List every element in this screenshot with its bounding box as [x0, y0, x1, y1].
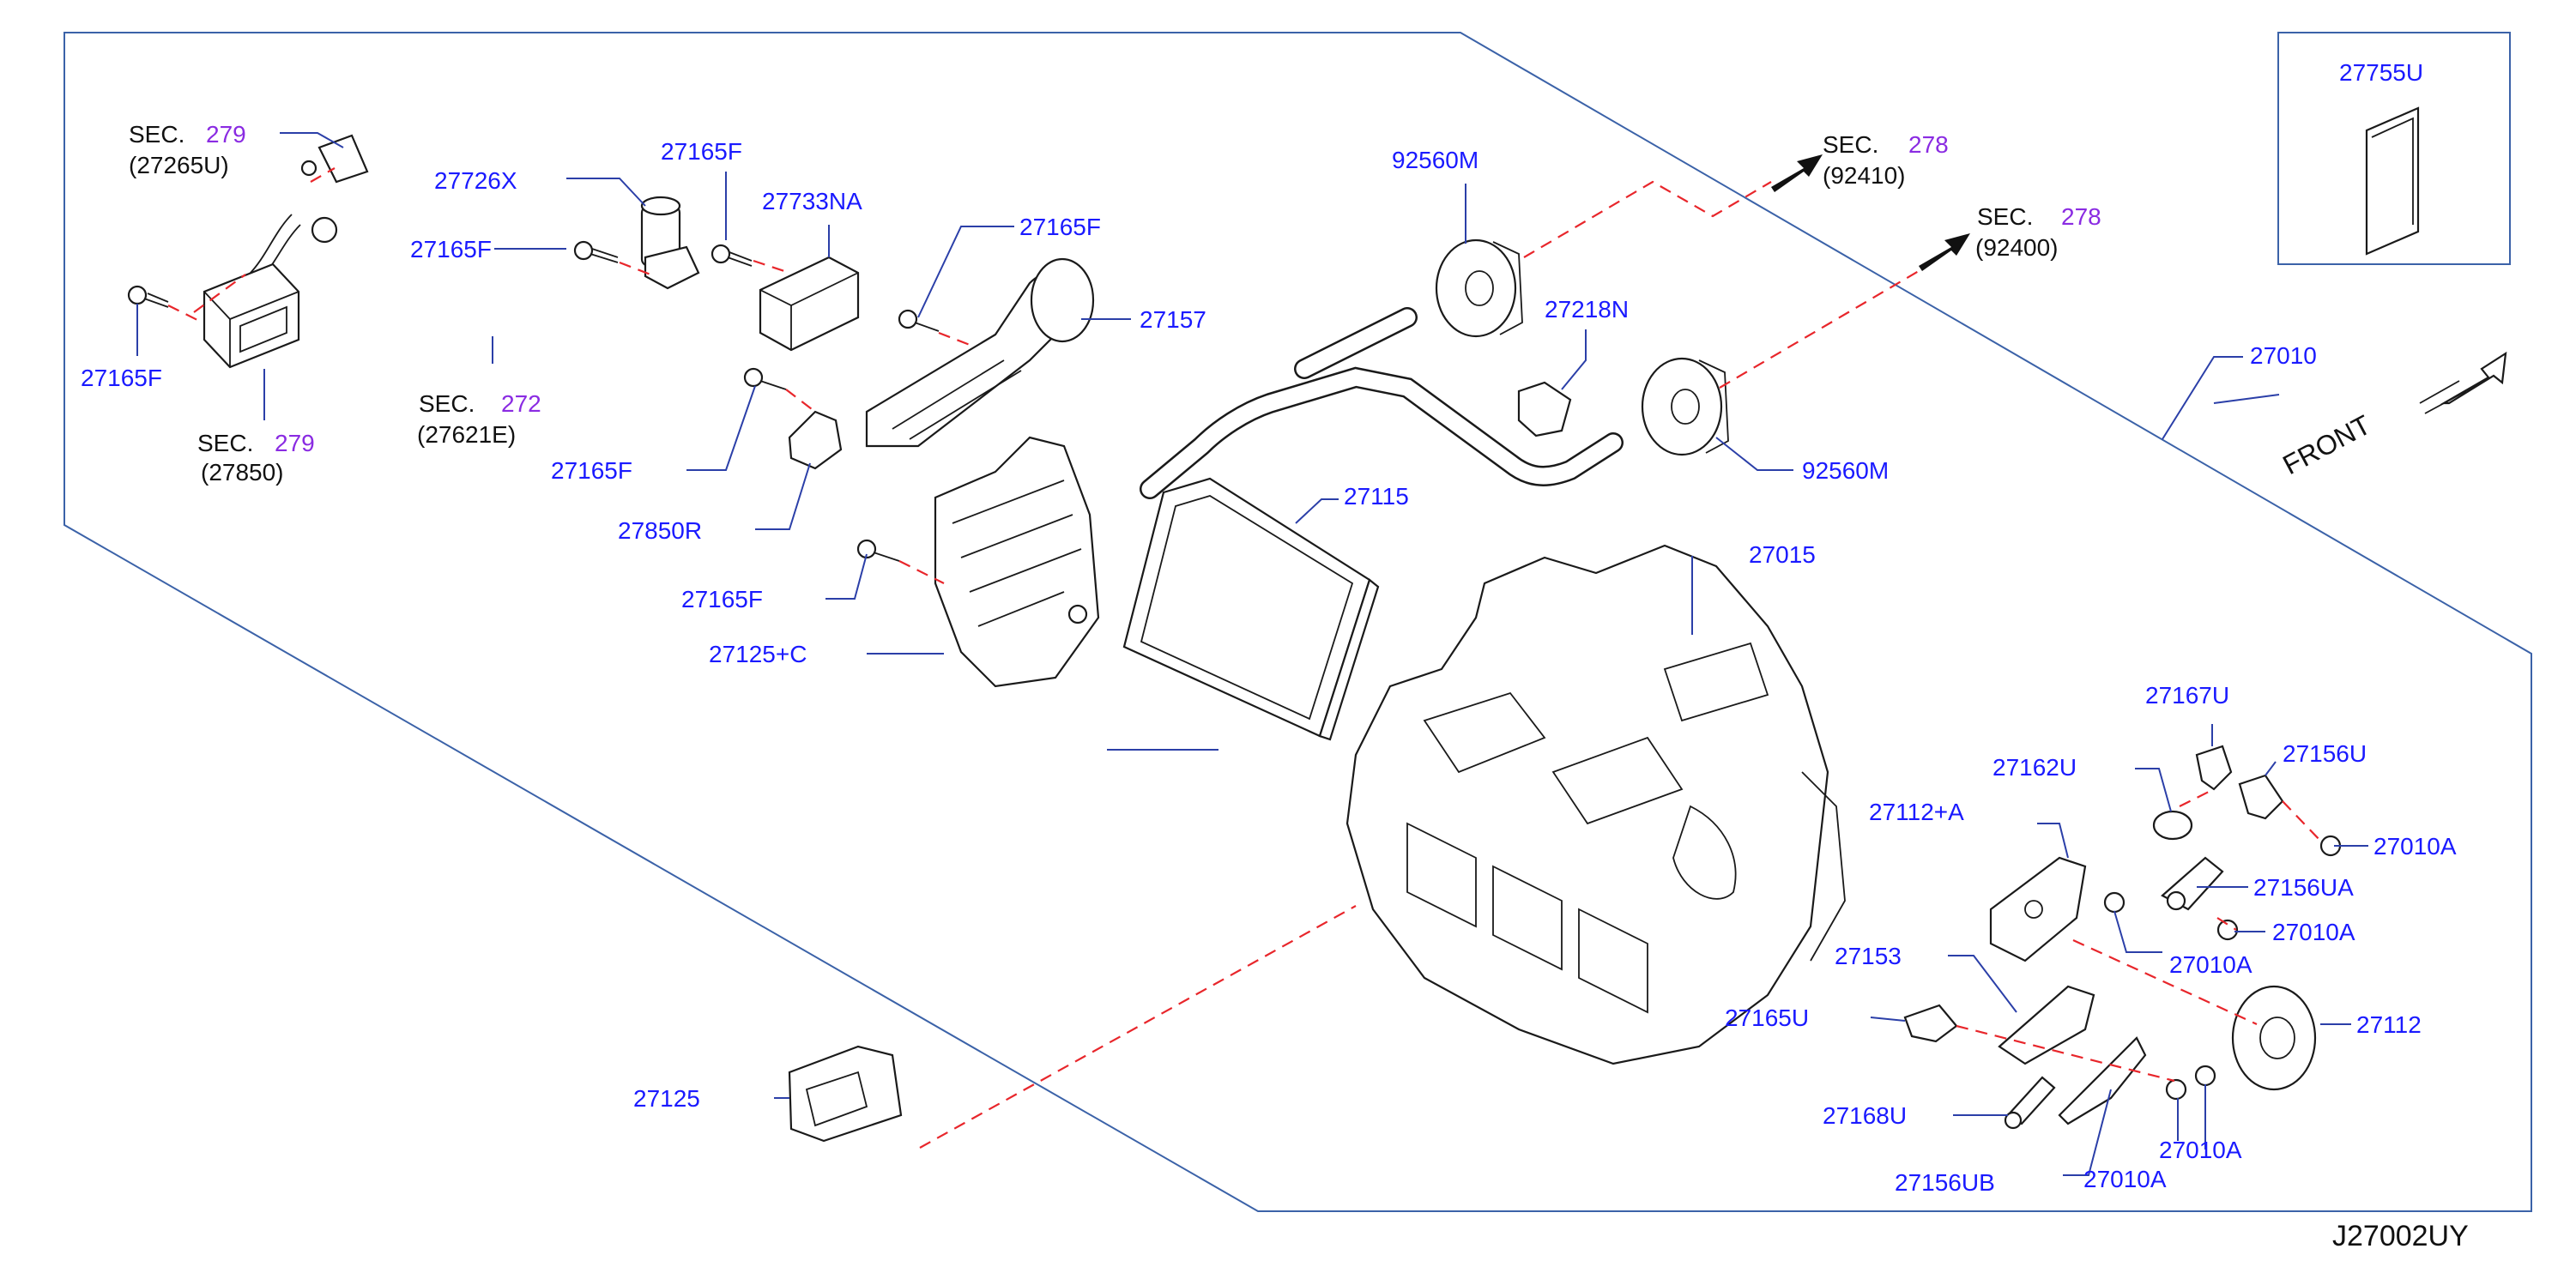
arrow-icon [1771, 154, 1823, 192]
filter-part-27755U [2365, 106, 2420, 256]
section-number: 278 [1908, 131, 1949, 158]
grommet-part-92560M [1435, 238, 1523, 338]
part-label: 27010A [2159, 1137, 2242, 1163]
link-part-27162U [2152, 810, 2193, 841]
actuator-part-27733NA [759, 256, 860, 352]
part-label: 27733NA [762, 188, 862, 214]
lever-part-27156UA [2161, 856, 2224, 911]
resistor-block [203, 262, 300, 369]
part-label: 27162U [1992, 754, 2077, 781]
diagram-id: J27002UY [2332, 1220, 2469, 1252]
section-number: 278 [2061, 203, 2101, 230]
part-label: 27165F [551, 457, 632, 484]
part-label: 27850R [618, 517, 702, 544]
part-label: 27125 [633, 1085, 700, 1112]
leader-lines [136, 132, 2368, 1176]
screw-icon [127, 285, 169, 308]
link-part-27168U [2004, 1076, 2056, 1130]
section-prefix: SEC. [1977, 203, 2033, 230]
link-part-27165U [1903, 1004, 1958, 1043]
part-label: 27125+C [709, 641, 807, 667]
screw-icon [743, 367, 787, 390]
part-label: 27157 [1140, 306, 1206, 333]
section-ref: (27850) [201, 459, 284, 486]
case-part-27125C [934, 436, 1100, 688]
guide-lines [167, 167, 2323, 1149]
screw-icon [711, 244, 753, 267]
screw-icon [573, 240, 619, 263]
part-label: 27755U [2339, 59, 2423, 86]
screw-icon [856, 539, 900, 562]
section-ref: (92410) [1823, 162, 1906, 189]
inset-box [2277, 32, 2511, 265]
washer-icon [2103, 835, 2342, 1101]
link-part-27156U [2238, 774, 2284, 820]
part-label: 27165F [1019, 214, 1101, 240]
heater-core-part-27115 [1122, 477, 1380, 741]
section-number: 279 [206, 121, 246, 148]
part-label: 27168U [1823, 1102, 1907, 1129]
part-label: 27010A [2373, 833, 2457, 860]
front-arrow-icon [2419, 351, 2507, 414]
part-label: 27010A [2169, 951, 2252, 978]
screw-icon [898, 309, 940, 332]
section-ref: (27265U) [129, 152, 229, 178]
part-label: 27010A [2083, 1166, 2167, 1192]
part-label: 27165F [681, 586, 763, 612]
part-label: 27156UA [2253, 874, 2354, 901]
section-prefix: SEC. [197, 430, 253, 456]
part-label: 27115 [1344, 483, 1409, 510]
lever-part-27156UB [2058, 1036, 2147, 1125]
bracket-part [248, 134, 369, 284]
part-label: 27165U [1725, 1005, 1809, 1031]
lever-part-27112A [1989, 856, 2087, 962]
part-label: 27167U [2145, 682, 2229, 709]
heater-pipes [1140, 307, 1624, 499]
part-label: 27010A [2272, 919, 2355, 945]
front-label: FRONT [2277, 409, 2375, 481]
part-label: 27165F [81, 365, 162, 391]
part-label: 27010 [2250, 342, 2317, 369]
duct-part-27157 [865, 257, 1095, 448]
part-label: 27156UB [1895, 1169, 1995, 1196]
link-part-27167U [2195, 745, 2233, 791]
sensor-part-27726X [640, 196, 700, 290]
bracket-part-27125 [788, 1045, 903, 1143]
clip-part-27218N [1517, 381, 1572, 437]
section-number: 272 [501, 390, 541, 417]
part-label: 27218N [1545, 296, 1629, 323]
part-label: 27153 [1835, 943, 1902, 969]
part-label: 92560M [1802, 457, 1889, 484]
part-label: 27156U [2283, 740, 2367, 767]
part-label: 92560M [1392, 147, 1478, 173]
heater-unit-part-27015 [1345, 544, 1846, 1065]
section-prefix: SEC. [1823, 131, 1878, 158]
arrow-icon [1919, 233, 1970, 271]
section-ref: (92400) [1975, 234, 2059, 261]
hose-part [480, 270, 656, 388]
part-label: 27165F [410, 236, 492, 262]
part-label: 27112 [2356, 1011, 2422, 1038]
section-number: 279 [275, 430, 315, 456]
part-label: 27112+A [1869, 799, 1964, 825]
lever-part-27153 [1998, 985, 2095, 1065]
cam-part-27112 [2231, 985, 2317, 1091]
grommet-part-92560M [1641, 357, 1729, 456]
section-prefix: SEC. [129, 121, 184, 148]
section-prefix: SEC. [419, 390, 475, 417]
assembly-frame [63, 32, 2532, 1212]
section-ref: (27621E) [417, 421, 516, 448]
clip-part-27850R [788, 410, 843, 470]
part-label: 27726X [434, 167, 517, 194]
part-label: 27165F [661, 138, 742, 165]
part-label: 27015 [1749, 541, 1816, 568]
